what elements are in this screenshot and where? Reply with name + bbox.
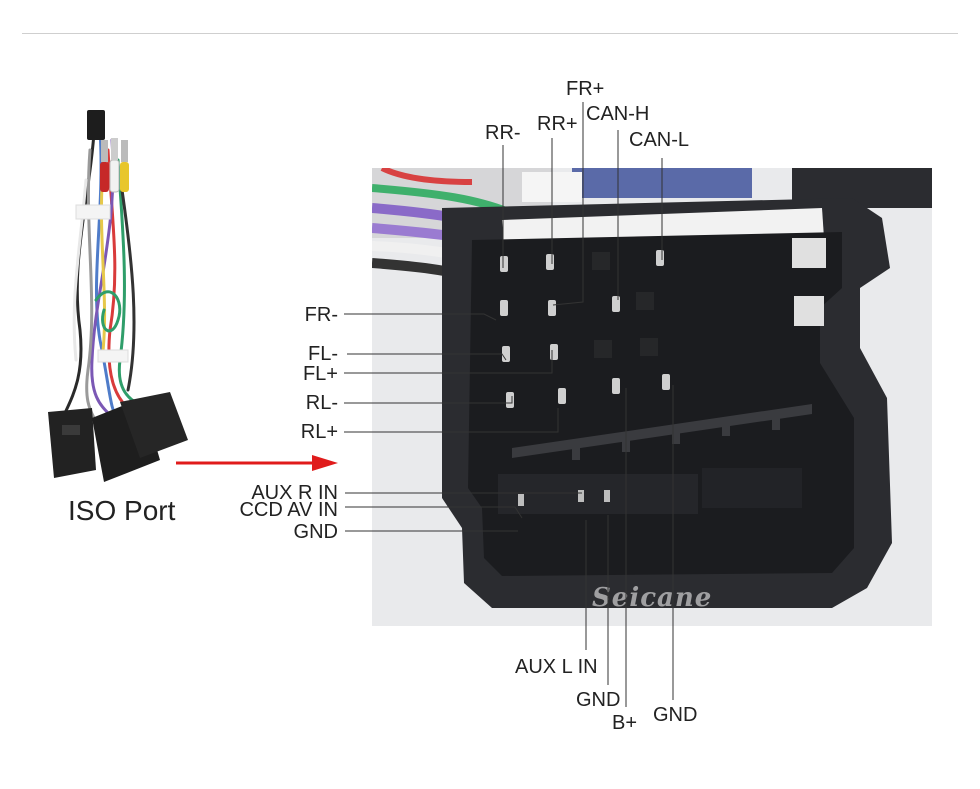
label-aux-r-in: AUX R IN (251, 482, 338, 504)
connector-photo (372, 168, 932, 626)
label-fl-plus: FL+ (302, 363, 338, 385)
label-rl-minus: RL- (305, 392, 338, 414)
label-can-h: CAN-H (586, 103, 650, 125)
leader-rl-minus (344, 396, 513, 404)
label-rr-plus: RR+ (537, 113, 578, 135)
label-rr-minus: RR- (485, 122, 521, 144)
label-b-plus: B+ (612, 712, 638, 734)
leader-ccd-av-in (345, 506, 523, 519)
leader-fr-minus (344, 313, 497, 321)
label-gnd-bottom-2: GND (653, 704, 698, 726)
label-fl-minus: FL- (308, 343, 338, 365)
arrow-head (312, 455, 338, 471)
label-can-l: CAN-L (629, 129, 690, 151)
label-ccd-av-in: CCD AV IN (239, 499, 338, 521)
iso-port-label: ISO Port (68, 495, 176, 526)
leader-rl-plus (344, 408, 559, 433)
label-gnd-bottom-1: GND (576, 689, 621, 711)
label-rl-plus: RL+ (300, 421, 338, 443)
label-gnd-left: GND (293, 521, 338, 543)
seicane-watermark: Seicane (592, 583, 713, 613)
label-fr-plus: FR+ (566, 78, 605, 100)
leader-fr-plus (552, 102, 584, 306)
leader-fl-minus (347, 353, 507, 361)
top-divider (22, 33, 958, 34)
leader-fl-plus (344, 350, 553, 374)
label-fr-minus: FR- (304, 304, 338, 326)
label-aux-l-in: AUX L IN (515, 656, 598, 678)
